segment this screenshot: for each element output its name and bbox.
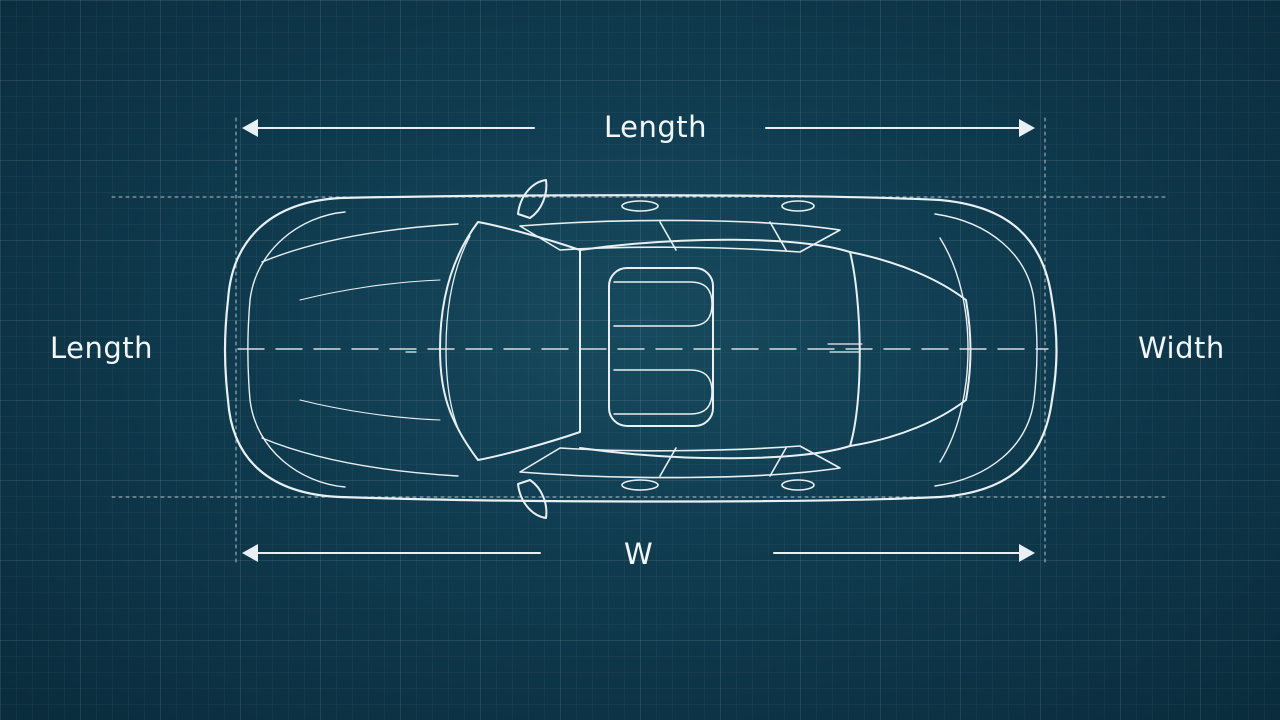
- left-dimension-label: Length: [50, 331, 154, 365]
- front-seat-bottom: [613, 369, 713, 415]
- mirror-left: [517, 179, 548, 219]
- right-dimension-label: Width: [1138, 331, 1225, 365]
- top-dimension-arrow: [242, 119, 1035, 137]
- door-handles: [621, 200, 815, 491]
- windshield: [439, 221, 581, 461]
- car-outline: [223, 194, 1058, 503]
- bottom-dimension-label: W: [624, 537, 654, 571]
- mirror-right: [517, 479, 548, 519]
- detail-marks: [405, 343, 863, 353]
- front-seat-top: [613, 281, 713, 327]
- sunroof: [608, 267, 714, 427]
- bottom-dimension-arrow: [242, 544, 1035, 562]
- rear-window: [849, 251, 972, 447]
- windshield-inner: [445, 235, 471, 449]
- trunk-line: [939, 237, 969, 463]
- car-body: [223, 194, 1058, 503]
- guide-lines: [111, 117, 1169, 563]
- side-windows-bottom: [519, 445, 841, 479]
- top-dimension-label: Length: [604, 110, 708, 144]
- roof: [579, 238, 861, 460]
- side-windows-top: [519, 219, 841, 253]
